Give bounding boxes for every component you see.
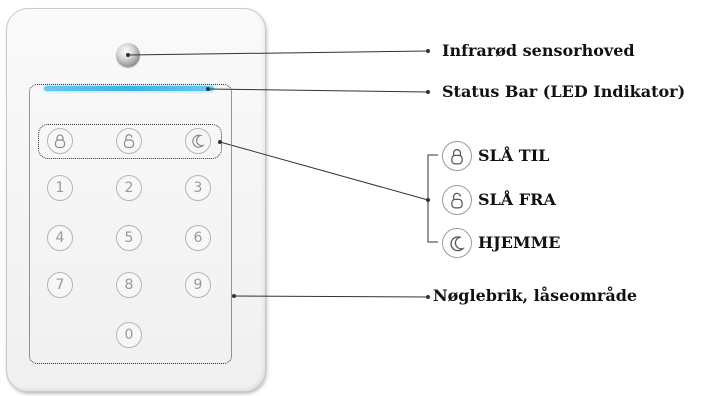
lock-closed-icon: [442, 141, 472, 171]
moon-icon: [442, 228, 472, 258]
arm-label: SLÅ TIL: [478, 146, 550, 165]
moon-icon: [192, 134, 205, 148]
digit-key[interactable]: 9: [185, 272, 211, 298]
digit-key[interactable]: 1: [47, 175, 73, 201]
sensor-label: Infrarød sensorhoved: [442, 41, 635, 60]
digit-key[interactable]: 2: [116, 175, 142, 201]
digit-key[interactable]: 4: [47, 225, 73, 251]
disarm-label: SLÅ FRA: [478, 190, 556, 209]
keypad-area-outline: [29, 84, 232, 364]
arm-key[interactable]: [47, 128, 73, 154]
digit-key[interactable]: 7: [47, 272, 73, 298]
home-key[interactable]: [185, 128, 211, 154]
status-led-bar: [44, 86, 214, 91]
lock-closed-icon: [54, 134, 66, 149]
digit-key[interactable]: 6: [185, 225, 211, 251]
digit-key[interactable]: 0: [116, 322, 142, 348]
keypad-label: Nøglebrik, låseområde: [433, 286, 638, 305]
digit-key[interactable]: 3: [185, 175, 211, 201]
status-bar-label: Status Bar (LED Indikator): [442, 82, 686, 101]
lock-open-icon: [123, 134, 135, 149]
digit-key[interactable]: 5: [116, 225, 142, 251]
disarm-key[interactable]: [116, 128, 142, 154]
lock-open-icon: [442, 185, 472, 215]
home-label: HJEMME: [478, 233, 561, 252]
digit-key[interactable]: 8: [116, 272, 142, 298]
